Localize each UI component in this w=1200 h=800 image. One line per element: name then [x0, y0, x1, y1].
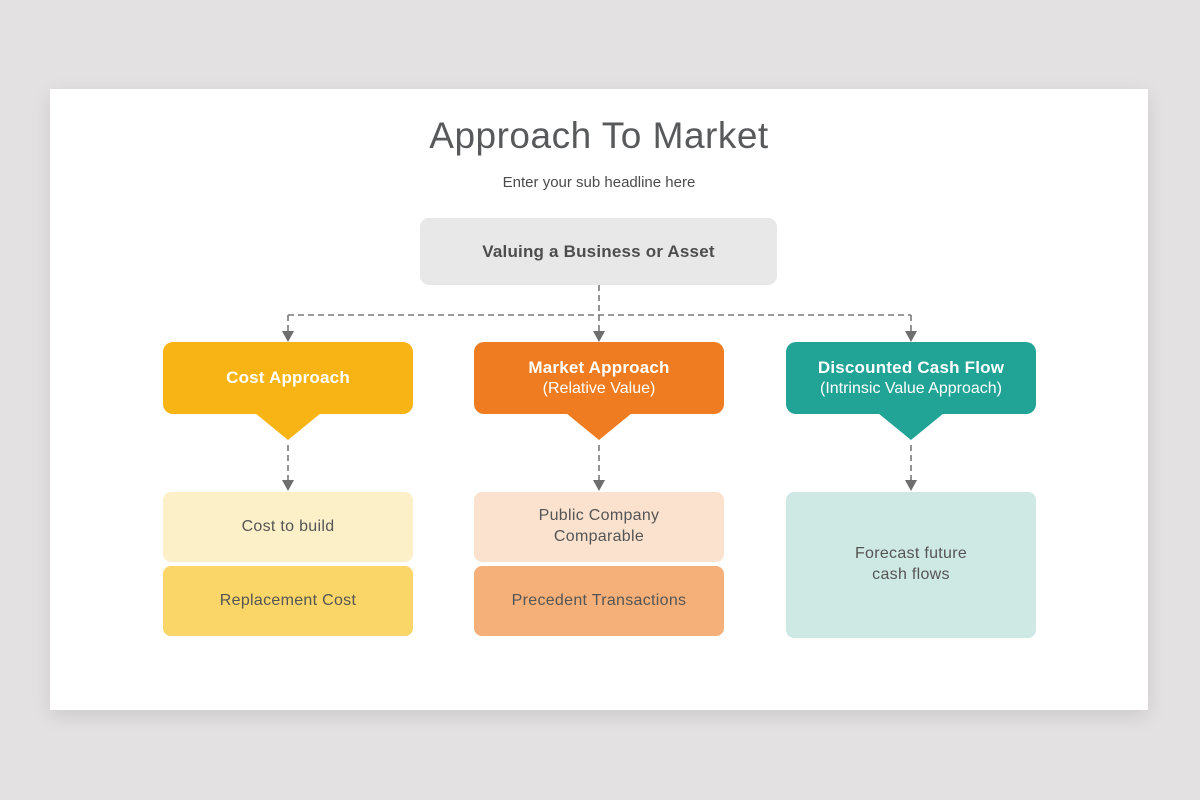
connector-root-to-branches	[282, 285, 917, 342]
cost-approach-title: Cost Approach	[226, 368, 350, 388]
node-cost-approach-header: Cost Approach	[163, 342, 413, 440]
node-precedent-transactions: Precedent Transactions	[474, 566, 724, 636]
node-cost-to-build: Cost to build	[163, 492, 413, 562]
slide-card: Approach To Market Enter your sub headli…	[50, 89, 1148, 710]
connector-headers-to-children	[282, 445, 917, 491]
pointer-tail	[566, 413, 632, 440]
slide-subtitle: Enter your sub headline here	[502, 174, 696, 191]
node-forecast-future-cash-flows: Forecast future cash flows	[786, 492, 1036, 638]
market-approach-title: Market Approach	[528, 358, 670, 378]
pointer-tail	[255, 413, 321, 440]
node-market-approach-header: Market Approach (Relative Value)	[474, 342, 724, 440]
node-replacement-cost: Replacement Cost	[163, 566, 413, 636]
dcf-title: Discounted Cash Flow	[817, 358, 1005, 378]
node-public-company-comparable: Public Company Comparable	[474, 492, 724, 562]
dcf-subtitle: (Intrinsic Value Approach)	[819, 379, 1002, 397]
node-root-label: Valuing a Business or Asset	[482, 241, 715, 261]
slide-title: Approach To Market	[429, 115, 769, 156]
market-approach-subtitle: (Relative Value)	[542, 379, 656, 397]
pointer-tail	[878, 413, 944, 440]
node-root: Valuing a Business or Asset	[420, 218, 777, 285]
node-dcf-header: Discounted Cash Flow (Intrinsic Value Ap…	[786, 342, 1036, 440]
